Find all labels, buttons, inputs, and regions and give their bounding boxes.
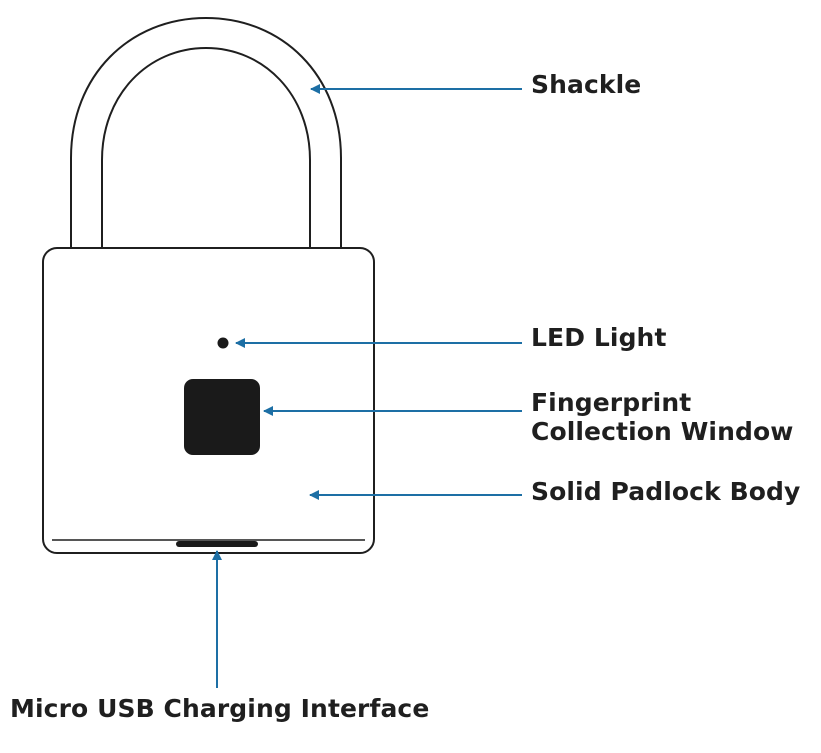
label-fingerprint-line1: Fingerprint <box>531 388 692 417</box>
label-shackle: Shackle <box>531 70 642 99</box>
callout-arrows <box>212 84 522 688</box>
label-fingerprint-line2: Collection Window <box>531 416 794 446</box>
led-light-dot <box>217 337 229 349</box>
label-solid-padlock-body: Solid Padlock Body <box>531 477 801 506</box>
fingerprint-sensor <box>184 379 260 455</box>
shackle-inner <box>101 46 311 248</box>
label-micro-usb-charging-interface: Micro USB Charging Interface <box>10 694 430 723</box>
padlock-body <box>42 247 375 554</box>
usb-port <box>176 541 258 547</box>
shackle-outer <box>70 16 342 248</box>
shackle <box>70 16 342 248</box>
label-led-light: LED Light <box>531 323 667 352</box>
label-fingerprint-collection-window: Fingerprint Collection Window <box>531 388 794 447</box>
